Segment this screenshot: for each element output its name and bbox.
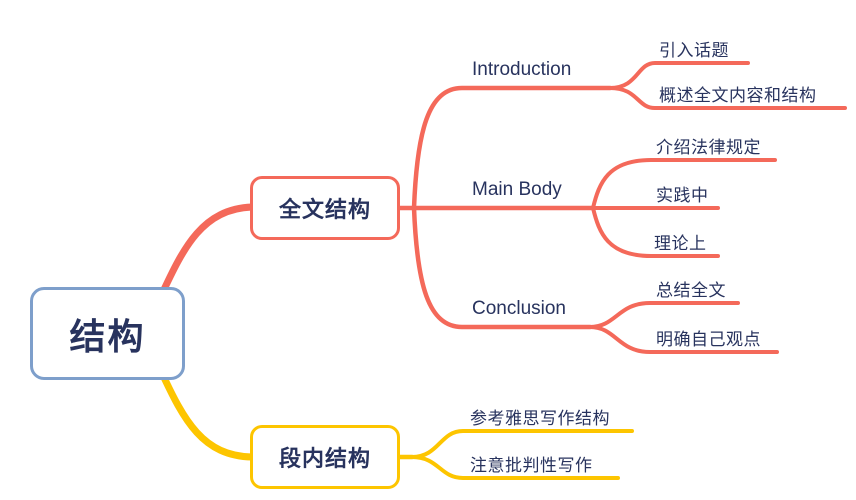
connector-main-body-child-3 [591,206,720,258]
node-leaf-introduce-topic[interactable]: 引入话题 [659,41,729,60]
connector-main-body-child-1 [591,158,777,210]
node-leaf-own-viewpoint[interactable]: 明确自己观点 [656,330,761,349]
node-leaf-in-practice[interactable]: 实践中 [656,186,709,205]
connector-to-introduction [411,85,613,211]
node-introduction[interactable]: Introduction [472,59,572,80]
connector-conclusion-child-2 [588,325,779,354]
node-leaf-in-theory[interactable]: 理论上 [654,234,707,253]
connector-root-to-full-text [157,203,256,300]
branch-label: 段内结构 [278,446,371,471]
node-leaf-critical-writing[interactable]: 注意批判性写作 [470,456,593,475]
connector-to-conclusion [411,205,593,330]
node-branch-full-text-structure[interactable]: 全文结构 [250,176,400,240]
node-leaf-legal-provisions[interactable]: 介绍法律规定 [656,138,761,157]
node-main-body[interactable]: Main Body [472,179,562,200]
connector-paragraph-child-2 [410,455,620,480]
node-leaf-overview-content[interactable]: 概述全文内容和结构 [659,86,817,105]
branch-label: 全文结构 [278,197,371,222]
node-leaf-ielts-structure[interactable]: 参考雅思写作结构 [470,409,610,428]
node-root[interactable]: 结构 [30,287,185,380]
node-leaf-summarize[interactable]: 总结全文 [656,281,726,300]
node-conclusion[interactable]: Conclusion [472,298,566,319]
root-label: 结构 [69,315,146,357]
connector-root-to-paragraph [157,367,256,461]
connector-conclusion-child-1 [588,301,740,329]
node-branch-paragraph-structure[interactable]: 段内结构 [250,425,400,489]
connector-introduction-child-2 [608,86,847,110]
